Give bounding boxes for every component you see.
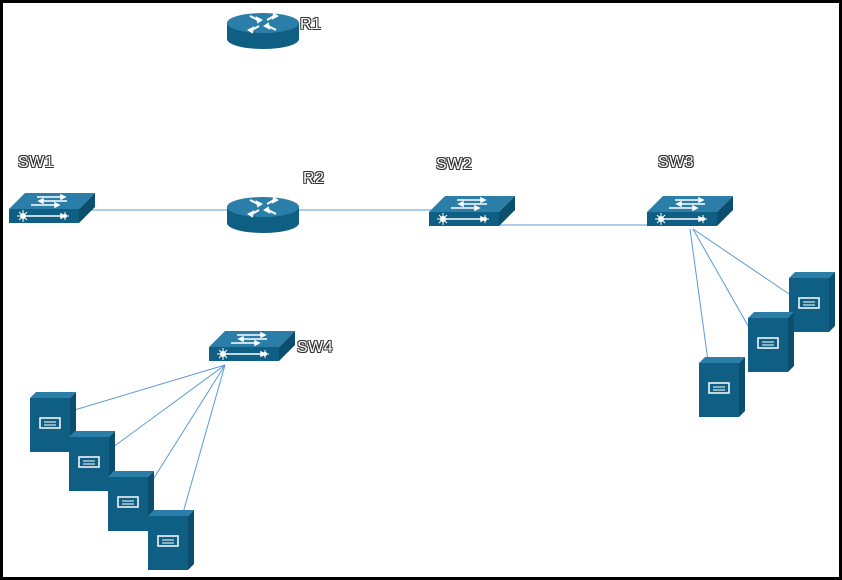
server-icon-3a <box>788 271 836 333</box>
link-sw4-server-4c <box>146 364 226 490</box>
switch-icon-sw3 <box>646 195 734 227</box>
diagram-svg <box>8 12 836 571</box>
label-sw1: SW1 <box>18 154 55 171</box>
link-sw3-server-3b <box>692 228 756 339</box>
server-icon-3c <box>698 356 746 418</box>
server-icon-4d <box>147 509 195 571</box>
link-sw3-server-3a <box>692 228 796 299</box>
server-icon-3b <box>747 311 795 373</box>
label-r2: R2 <box>303 170 325 187</box>
server-icon-4c <box>107 470 155 532</box>
switch-icon-sw1 <box>8 192 96 224</box>
label-r1: R1 <box>300 16 322 33</box>
switch-icon-sw2 <box>428 195 516 227</box>
link-sw4-server-4d <box>178 364 226 528</box>
label-sw2: SW2 <box>436 156 473 173</box>
link-sw4-server-4b <box>108 364 226 451</box>
router-icon-r2 <box>226 196 300 234</box>
label-sw4: SW4 <box>297 339 334 356</box>
label-sw3: SW3 <box>658 154 695 171</box>
link-sw4-server-4a <box>70 364 226 412</box>
router-icon-r1 <box>226 12 300 50</box>
switch-icon-sw4 <box>208 330 296 362</box>
